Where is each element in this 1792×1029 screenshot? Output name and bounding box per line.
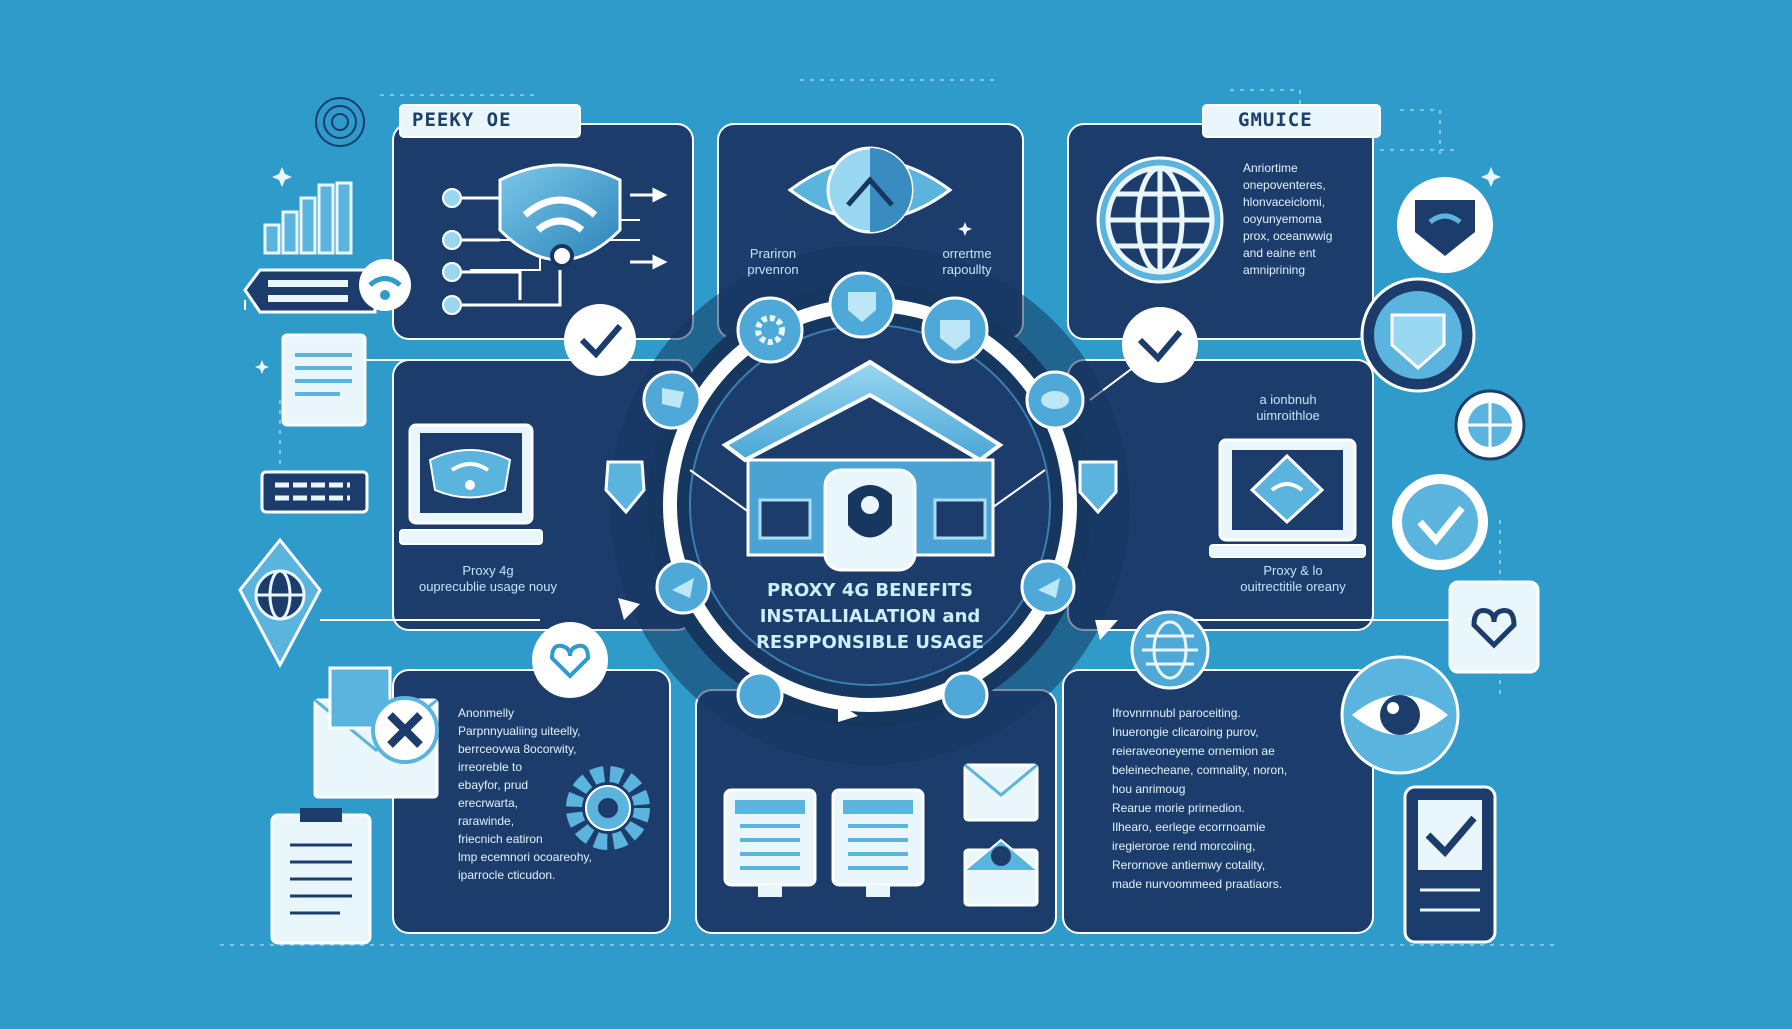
user-shield-icon — [1360, 277, 1476, 393]
globe-diamond-icon — [238, 537, 322, 669]
hub-title: PROXY 4G BENEFITS INSTALLIALATION and RE… — [756, 580, 984, 653]
envelope-icon — [963, 838, 1039, 907]
globe-icon — [1096, 156, 1224, 284]
gear-icon — [736, 296, 804, 364]
badge-icon — [941, 671, 989, 719]
sparkles — [255, 167, 1501, 596]
bottom-right-heading: Ifrovnrnnubl paroceiting. — [1112, 706, 1241, 720]
envelope-icon — [313, 666, 439, 799]
heart-shield-icon — [921, 296, 989, 364]
smartphone-icon — [1403, 785, 1497, 944]
shield-emblem-icon — [1078, 460, 1118, 515]
shield-badge-icon — [828, 271, 896, 339]
laptop-icon — [399, 423, 543, 545]
mid-right-caption: Proxy & lo ouitrectitile oreany — [1240, 563, 1346, 594]
monitor-icon — [1209, 438, 1366, 558]
panel-bottom-right — [1062, 669, 1374, 934]
ring-node-icons — [604, 271, 1118, 719]
heart-tag-icon — [1448, 580, 1540, 674]
clipboard-icon — [270, 808, 372, 945]
eye-icon — [1340, 655, 1460, 775]
document-icon — [723, 788, 817, 897]
mid-right-top-caption: a ionbnuh uimroithloe — [1256, 392, 1320, 423]
envelope-icon — [963, 763, 1039, 822]
bar-chart-icon — [263, 181, 353, 255]
leaf-right-icon — [1020, 559, 1076, 615]
top-left-tag-label: PEEKY OE — [412, 109, 512, 131]
house-lock-icon — [721, 359, 1004, 572]
gear-icon — [566, 766, 650, 850]
document-icon — [831, 788, 925, 897]
panel-bottom-left — [392, 669, 671, 934]
checkmark-icon — [564, 304, 636, 376]
leaf-icon — [655, 559, 711, 615]
target-icon — [315, 97, 365, 147]
bell-icon — [736, 671, 784, 719]
bottom-right-description: Ifrovnrnnubl paroceiting. Inuerongie cli… — [1112, 704, 1367, 894]
document-icon — [281, 333, 367, 427]
globe-icon — [1130, 610, 1210, 690]
shield-wifi-icon — [1397, 177, 1493, 273]
wifi-shield-icon — [442, 163, 668, 315]
wifi-icon — [359, 259, 411, 311]
flag-icon — [642, 370, 702, 430]
globe-icon — [1454, 389, 1526, 461]
bottom-left-heading: Anonmelly — [458, 706, 515, 720]
center-top-left-caption: Prariron prvenron — [747, 246, 799, 277]
bottom-left-description: Anonmelly Parpnnyualiing uiteelly, berrc… — [458, 704, 663, 884]
center-top-right-caption: orrertme rapoullty — [942, 246, 992, 277]
top-right-tag-label: GMUICE — [1238, 109, 1313, 131]
heart-icon — [532, 622, 608, 698]
checkmark-icon — [1122, 307, 1198, 383]
shield-check-icon — [604, 460, 646, 515]
mid-left-caption: Proxy 4g ouprecublie usage nouy — [418, 563, 558, 594]
eye-badge-icon — [1025, 370, 1085, 430]
top-right-description: Anriortime onepoventeres, hlonvaceiclomi… — [1243, 161, 1333, 277]
eye-icon — [787, 146, 953, 234]
server-icon — [260, 470, 369, 514]
tag-banner-icon — [243, 268, 377, 314]
checkmark-icon — [1392, 474, 1488, 570]
